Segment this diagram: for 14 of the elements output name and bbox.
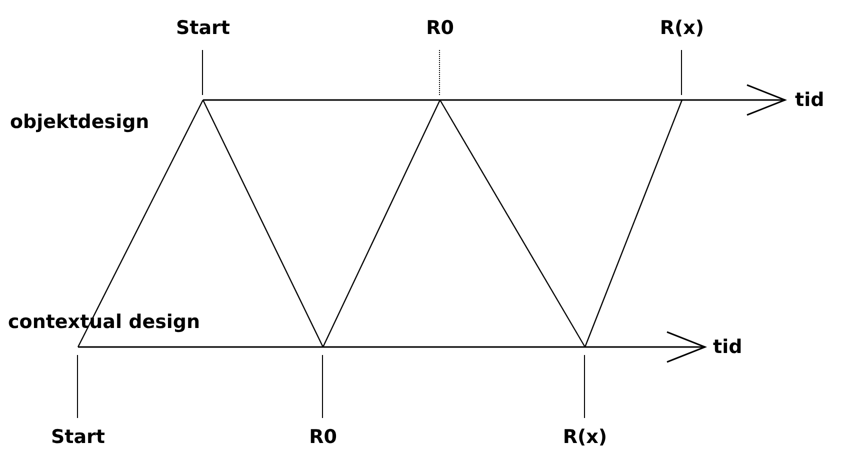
connector-line — [322, 100, 441, 348]
connector-line — [77, 100, 204, 348]
milestone-label: R0 — [308, 425, 338, 449]
milestone-label: R(x) — [658, 16, 706, 40]
axis-label: tid — [713, 335, 742, 359]
axis-label: tid — [795, 88, 824, 112]
row-label: objektdesign — [10, 110, 150, 134]
milestone-label: R0 — [425, 16, 455, 40]
connector-line — [439, 100, 586, 348]
milestone-label: R(x) — [562, 425, 608, 449]
connector-line — [202, 100, 324, 348]
connector-line — [584, 100, 683, 348]
milestone-label: Start — [174, 16, 232, 40]
milestone-label: Start — [50, 425, 106, 449]
